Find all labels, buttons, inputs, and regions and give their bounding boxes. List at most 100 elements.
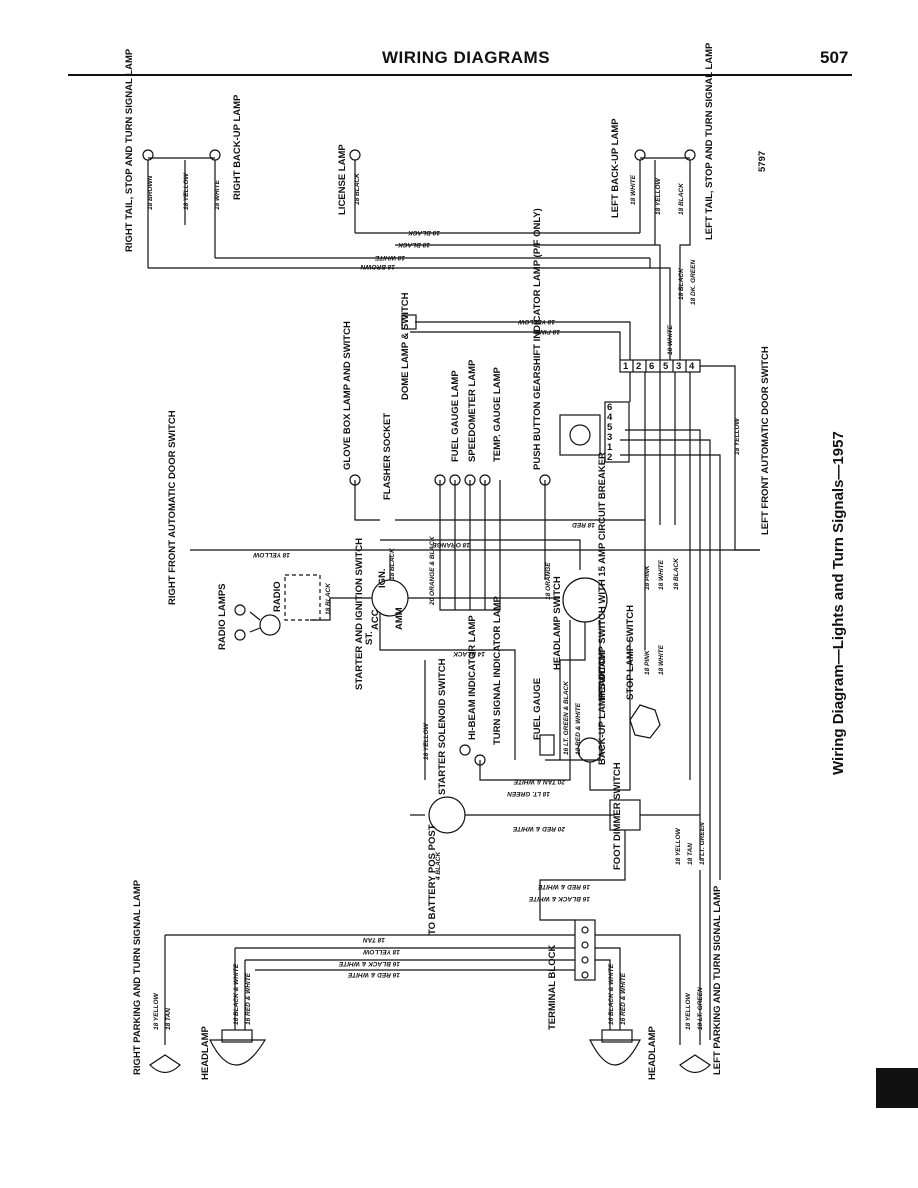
- label-radio: RADIO: [272, 581, 283, 612]
- wire-label-18-black-h2: 18 BLACK: [407, 229, 440, 236]
- label-backup-lamp-switch: BACK-UP LAMP SWITCH: [597, 652, 608, 765]
- wire-label-18-white-h: 18 WHITE: [374, 254, 405, 261]
- wire-label-18-lt-green-dim: 18 LT. GREEN: [699, 822, 706, 865]
- wire-label-16-black-white-h2: 16 BLACK & WHITE: [338, 960, 400, 967]
- label-stop-lamp-switch: STOP LAMP SWITCH: [625, 605, 636, 700]
- label-fuel-gauge: FUEL GAUGE: [532, 678, 543, 740]
- label-glove-box: GLOVE BOX LAMP AND SWITCH: [342, 321, 353, 470]
- edge-tab-marker: [876, 1068, 918, 1108]
- figure-caption: Wiring Diagram—Lights and Turn Signals—1…: [830, 431, 847, 775]
- label-flasher-socket: FLASHER SOCKET: [382, 413, 393, 500]
- wire-label-18-black-license: 18 BLACK: [354, 172, 361, 205]
- label-temp-gauge-lamp: TEMP. GAUGE LAMP: [492, 367, 503, 462]
- label-amm: AMM: [394, 607, 405, 630]
- wire-label-20-tan-white-h: 20 TAN & WHITE: [513, 778, 566, 785]
- wire-label-16-red-white-h: 16 RED & WHITE: [537, 883, 590, 890]
- wire-label-18-yellow-sol: 18 YELLOW: [423, 722, 430, 760]
- label-left-parking: LEFT PARKING AND TURN SIGNAL LAMP: [712, 885, 723, 1075]
- wire-label-18-white-v3: 18 WHITE: [658, 644, 665, 675]
- label-hi-beam-indicator: HI-BEAM INDICATOR LAMP: [467, 615, 478, 740]
- wire-label-16-black-white-lh: 16 BLACK & WHITE: [608, 963, 615, 1025]
- pin-top-3: 5: [663, 361, 669, 372]
- wire-label-18-yellow-rp: 18 YELLOW: [153, 992, 160, 1030]
- wire-label-18-yellow-h: 18 YELLOW: [517, 318, 555, 325]
- wire-label-20-red-white-h: 20 RED & WHITE: [512, 825, 566, 832]
- label-turn-signal-indicator: TURN SIGNAL INDICATOR LAMP: [492, 596, 503, 745]
- pin-top-1: 2: [636, 361, 641, 372]
- wire-label-18-white-v: 18 WHITE: [667, 324, 674, 355]
- wire-label-18-tan-h: 18 TAN: [363, 936, 385, 943]
- wire-label-18-pink-v2: 18 PINK: [644, 649, 651, 675]
- wire-label-18-dk-green: 18 DK. GREEN: [690, 260, 697, 305]
- label-starter-solenoid: STARTER SOLENOID SWITCH: [437, 658, 448, 795]
- pin-top-0: 1: [623, 361, 629, 372]
- wire-label-18-yellow-a: 18 YELLOW: [183, 172, 190, 210]
- pin-top-5: 4: [689, 361, 695, 372]
- wire-label-18-brown-a: 18 BROWN: [147, 175, 154, 210]
- pin-mid-5: 6: [607, 402, 612, 413]
- wire-label-18-yellow-left: 18 YELLOW: [655, 177, 662, 215]
- label-headlamp-switch: HEADLAMP SWITCH: [552, 576, 563, 670]
- pin-mid-0: 2: [607, 452, 612, 463]
- wire-label-12-red-white: 12 RED & WHITE: [575, 702, 582, 755]
- label-foot-dimmer: FOOT DIMMER SWITCH: [612, 762, 623, 870]
- label-left-backup: LEFT BACK-UP LAMP: [610, 118, 621, 218]
- label-fuel-gauge-lamp: FUEL GAUGE LAMP: [450, 370, 461, 462]
- label-speedometer-lamp: SPEEDOMETER LAMP: [467, 359, 478, 462]
- wire-label-18-white-left: 18 WHITE: [630, 174, 637, 205]
- label-radio-lamps: RADIO LAMPS: [217, 584, 228, 651]
- label-headlamp-left: HEADLAMP: [647, 1026, 658, 1080]
- wire-label-16-lt-green-black: 16 LT. GREEN & BLACK: [563, 680, 570, 755]
- page-header-title: WIRING DIAGRAMS: [382, 48, 551, 67]
- wire-label-18-lt-green-lp: 18 LT. GREEN: [697, 987, 704, 1030]
- label-battery: TO BATTERY POS POST: [427, 824, 438, 935]
- wire-label-18-red-h: 18 RED: [572, 521, 595, 528]
- pin-mid-2: 3: [607, 432, 612, 443]
- label-dome-lamp: DOME LAMP & SWITCH: [400, 292, 411, 400]
- wire-label-18-black-left-2: 18 BLACK: [678, 267, 685, 300]
- wire-label-18-black-radio: 18 BLACK: [325, 582, 332, 615]
- wire-label-4-black: 4 BLACK: [435, 851, 442, 881]
- pin-top-2: 6: [649, 361, 654, 372]
- wire-label-16-red-white-lh: 16 RED & WHITE: [620, 972, 627, 1025]
- wire-label-18-black-left: 18 BLACK: [678, 182, 685, 215]
- pin-top-4: 3: [676, 361, 681, 372]
- pin-mid-4: 4: [607, 412, 613, 423]
- wire-label-20-orange-black: 20 ORANGE & BLACK: [429, 535, 436, 606]
- figure-code: 5797: [757, 151, 768, 172]
- wire-label-16-black-white-h: 16 BLACK & WHITE: [528, 895, 590, 902]
- wire-label-18-white-v2: 18 WHITE: [658, 559, 665, 590]
- label-st: ST.: [364, 631, 375, 645]
- label-headlamp-right: HEADLAMP: [200, 1026, 211, 1080]
- pin-mid-1: 1: [607, 442, 613, 453]
- label-terminal-block: TERMINAL BLOCK: [547, 945, 558, 1030]
- label-headlamp-switch-breaker: HEADLAMP SWITCH WITH 15 AMP CIRCUIT BREA…: [597, 452, 608, 700]
- label-license-lamp: LICENSE LAMP: [337, 144, 348, 215]
- label-left-door-switch: LEFT FRONT AUTOMATIC DOOR SWITCH: [760, 346, 771, 535]
- wire-label-16-red-white-rh: 16 RED & WHITE: [245, 972, 252, 1025]
- wire-label-18-tan-dim: 18 TAN: [687, 843, 694, 865]
- wire-label-18-yellow-lp: 18 YELLOW: [685, 992, 692, 1030]
- wire-label-18-yellow-door: 18 YELLOW: [734, 417, 741, 455]
- wire-label-18-black-v: 18 BLACK: [673, 557, 680, 590]
- wire-label-18-brown-h: 18 BROWN: [360, 263, 395, 270]
- wire-label-18-pink-h: 18 PINK: [534, 328, 560, 335]
- wire-label-18-orange-h: 18 ORANGE: [432, 541, 470, 548]
- wire-label-18-white-a: 18 WHITE: [214, 179, 221, 210]
- label-ign: IGN.: [377, 568, 388, 588]
- label-acc: ACC: [370, 609, 381, 630]
- wire-label-18-pink-v: 18 PINK: [644, 564, 651, 590]
- label-push-button-indicator: PUSH BUTTON GEARSHIFT INDICATOR LAMP (P/…: [532, 208, 543, 470]
- label-right-backup: RIGHT BACK-UP LAMP: [232, 94, 243, 200]
- wire-label-18-yellow-dim: 18 YELLOW: [675, 827, 682, 865]
- wire-label-18-black-h: 18 BLACK: [397, 241, 430, 248]
- wire-label-18-tan-rp: 18 TAN: [165, 1008, 172, 1030]
- wire-label-16-black-white-rh: 16 BLACK & WHITE: [233, 963, 240, 1025]
- label-right-parking: RIGHT PARKING AND TURN SIGNAL LAMP: [132, 879, 143, 1075]
- wire-label-18-black-ign: 18 BLACK: [389, 547, 396, 580]
- header-rule: [68, 74, 852, 76]
- wire-label-16-red-white-h2: 16 RED & WHITE: [347, 971, 400, 978]
- wire-label-18-lt-green-h: 18 LT. GREEN: [507, 790, 550, 797]
- wire-label-18-yellow-door-h: 18 YELLOW: [252, 551, 290, 558]
